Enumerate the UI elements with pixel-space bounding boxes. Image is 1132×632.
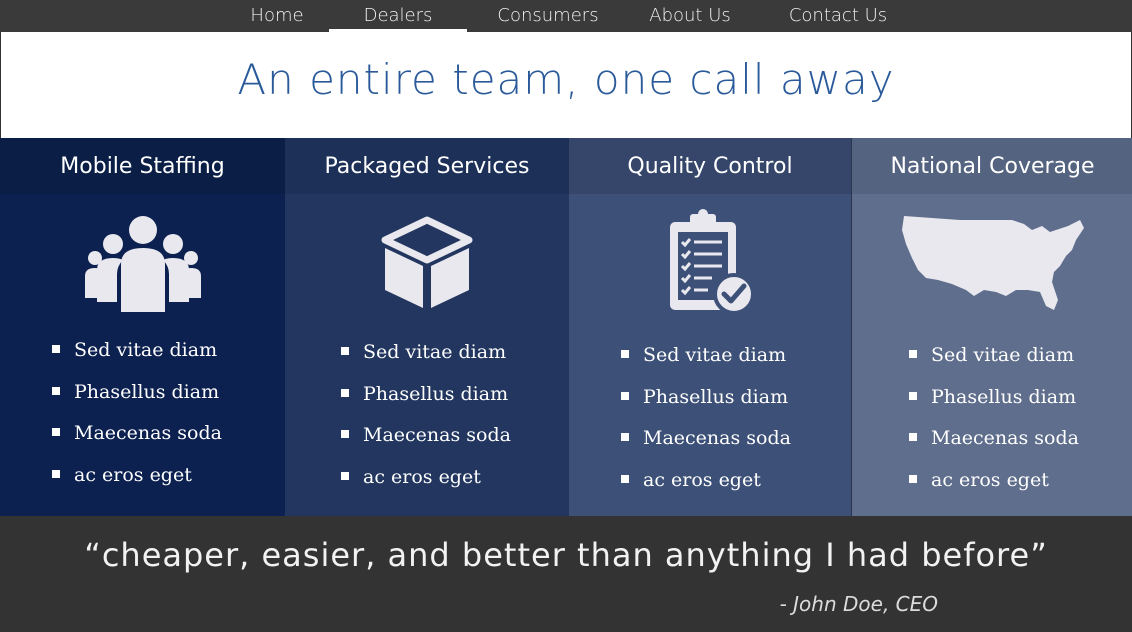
list-item: Phasellus diam <box>341 374 569 416</box>
column-title: Packaged Services <box>285 138 569 194</box>
list-item: Phasellus diam <box>909 377 1132 419</box>
feature-column-national-coverage: National Coverage Sed vitae diam Phasell… <box>852 138 1132 516</box>
column-title: Mobile Staffing <box>0 138 285 194</box>
list-item: Sed vitae diam <box>52 330 285 372</box>
list-item: Sed vitae diam <box>621 335 851 377</box>
list-item: Phasellus diam <box>621 377 851 419</box>
top-nav: Home Dealers Consumers About Us Contact … <box>0 0 1132 32</box>
nav-item-home[interactable]: Home <box>250 5 304 26</box>
feature-list: Sed vitae diam Phasellus diam Maecenas s… <box>0 330 285 496</box>
box-icon <box>285 194 569 330</box>
feature-column-quality-control: Quality Control Sed vitae diam P <box>569 138 852 516</box>
clipboard-check-icon <box>569 194 851 330</box>
usa-map-icon <box>852 194 1132 330</box>
feature-column-packaged-services: Packaged Services Sed vitae diam Phasell… <box>285 138 569 516</box>
list-item: Sed vitae diam <box>341 332 569 374</box>
hero-banner: An entire team, one call away <box>0 32 1132 138</box>
list-item: ac eros eget <box>909 460 1132 502</box>
feature-column-mobile-staffing: Mobile Staffing Sed vitae diam <box>0 138 285 516</box>
feature-list: Sed vitae diam Phasellus diam Maecenas s… <box>569 330 851 501</box>
nav-item-contact-us[interactable]: Contact Us <box>788 5 888 26</box>
list-item: ac eros eget <box>621 460 851 502</box>
feature-list: Sed vitae diam Phasellus diam Maecenas s… <box>285 330 569 498</box>
list-item: Sed vitae diam <box>909 335 1132 377</box>
nav-item-dealers[interactable]: Dealers <box>329 0 467 32</box>
testimonial-attribution: - John Doe, CEO <box>779 592 938 616</box>
list-item: ac eros eget <box>52 455 285 497</box>
testimonial-quote: “cheaper, easier, and better than anythi… <box>84 536 1048 574</box>
column-title: Quality Control <box>569 138 851 194</box>
people-group-icon <box>0 194 285 330</box>
nav-item-about-us[interactable]: About Us <box>649 5 731 26</box>
nav-item-consumers[interactable]: Consumers <box>497 5 599 26</box>
list-item: ac eros eget <box>341 457 569 499</box>
list-item: Maecenas soda <box>52 413 285 455</box>
column-title: National Coverage <box>852 138 1132 194</box>
testimonial-bar: “cheaper, easier, and better than anythi… <box>0 516 1132 632</box>
list-item: Maecenas soda <box>621 418 851 460</box>
list-item: Maecenas soda <box>909 418 1132 460</box>
feature-columns: Mobile Staffing Sed vitae diam <box>0 138 1132 516</box>
feature-list: Sed vitae diam Phasellus diam Maecenas s… <box>852 330 1132 501</box>
list-item: Phasellus diam <box>52 372 285 414</box>
list-item: Maecenas soda <box>341 415 569 457</box>
page-title: An entire team, one call away <box>237 55 895 104</box>
